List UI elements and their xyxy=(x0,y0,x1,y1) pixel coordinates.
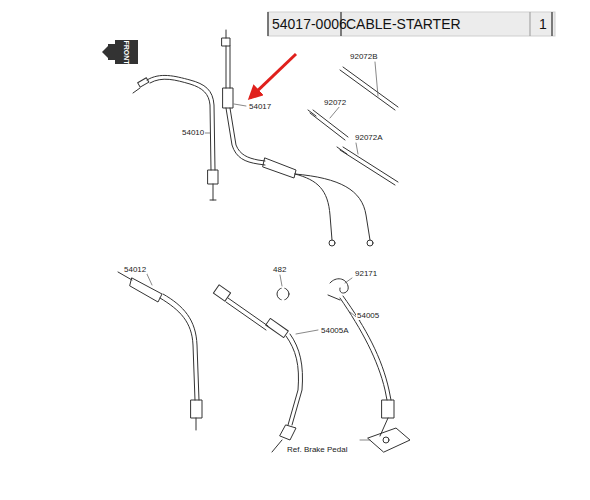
clamp-band xyxy=(337,147,398,185)
callout-number: 92072A xyxy=(354,134,384,142)
callout-number: Ref. Brake Pedal xyxy=(286,446,348,454)
table-cell: 1 xyxy=(539,17,547,31)
callout-number: 482 xyxy=(272,266,287,274)
table-cell: CABLE-STARTER xyxy=(346,17,461,31)
clip xyxy=(277,288,289,300)
callout-number: 54010 xyxy=(181,129,205,137)
callout-number: 92072B xyxy=(349,53,379,61)
table-cell: 54017-0006 xyxy=(272,17,347,31)
callout-number: 54005A xyxy=(320,327,350,335)
callout-number: 92072 xyxy=(323,99,347,107)
choke-cable xyxy=(118,272,202,430)
brake-pedal-bracket xyxy=(368,428,410,452)
front-icon xyxy=(102,40,138,64)
brake-cable xyxy=(213,285,302,452)
throttle-cable xyxy=(133,75,218,200)
pointer-arrow xyxy=(250,54,296,98)
leader-line xyxy=(146,62,378,440)
callout-number: 54017 xyxy=(248,103,272,111)
rear-brake-cable xyxy=(328,295,394,436)
callout-number: 54012 xyxy=(123,266,147,274)
starter-cable xyxy=(222,30,373,246)
spring-hook xyxy=(330,279,348,293)
clamp-band xyxy=(308,110,348,140)
clamp-band xyxy=(340,67,398,110)
callout-number: 92171 xyxy=(354,270,378,278)
direction-label: FRONT xyxy=(122,40,129,64)
callout-number: 54005 xyxy=(356,312,380,320)
parts-table xyxy=(268,12,555,36)
